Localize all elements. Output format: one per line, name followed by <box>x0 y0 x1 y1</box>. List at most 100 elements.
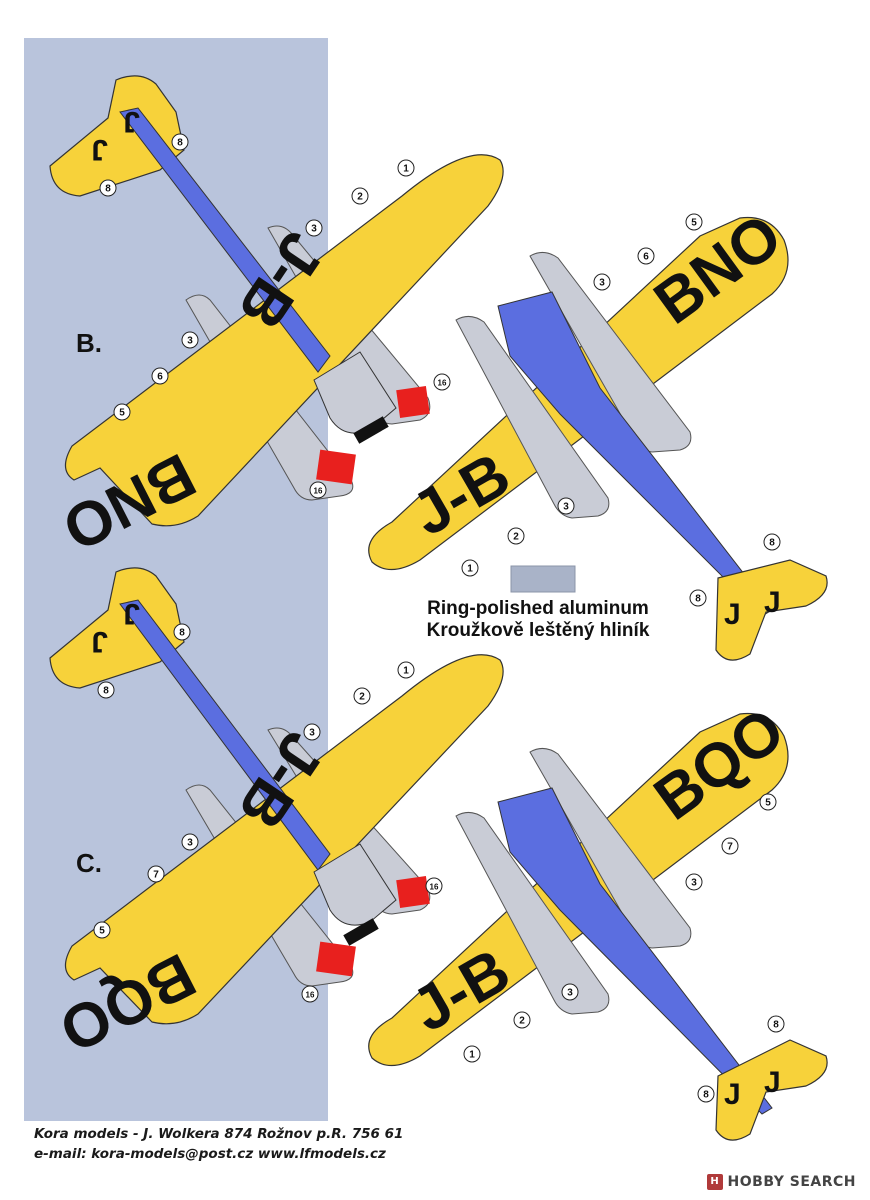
callout-c_top-8: 8 <box>173 623 191 641</box>
callout-b_top-5: 5 <box>113 403 131 421</box>
callout-c_bottom-2: 2 <box>513 1011 531 1029</box>
callout-c_top-16: 16 <box>425 877 443 895</box>
tail-code-right: J <box>123 105 140 138</box>
svg-text:8: 8 <box>179 628 185 639</box>
svg-text:8: 8 <box>695 594 701 605</box>
swatch-label-cz: Kroužkově leštěný hliník <box>426 620 650 641</box>
callout-c_bottom-1: 1 <box>463 1045 481 1063</box>
watermark: H HOBBY SEARCH <box>706 1174 856 1190</box>
callout-c_bottom-3: 3 <box>561 983 579 1001</box>
svg-text:2: 2 <box>513 532 519 543</box>
callout-b_top-16: 16 <box>309 481 327 499</box>
engine-c <box>313 843 397 946</box>
footer-address: Kora models - J. Wolkera 874 Rožnov p.R.… <box>34 1126 404 1142</box>
c-lower-tail-code-left: J <box>724 1078 741 1111</box>
tail-code-left: J <box>91 133 108 166</box>
callout-b_bottom-2: 2 <box>507 527 525 545</box>
callout-c_top-8: 8 <box>97 681 115 699</box>
svg-text:1: 1 <box>467 564 473 575</box>
callout-c_top-3: 3 <box>181 833 199 851</box>
watermark-text: HOBBY SEARCH <box>727 1174 856 1190</box>
callout-c_bottom-3: 3 <box>685 873 703 891</box>
tailplane <box>49 75 185 197</box>
svg-text:6: 6 <box>157 372 163 383</box>
engine <box>313 351 397 444</box>
svg-text:3: 3 <box>691 878 697 889</box>
callout-b_top-2: 2 <box>351 187 369 205</box>
callout-c_top-5: 5 <box>93 921 111 939</box>
svg-text:8: 8 <box>105 184 111 195</box>
callout-b_top-16: 16 <box>433 373 451 391</box>
main-wing <box>64 154 504 527</box>
fuselage <box>119 107 331 373</box>
svg-text:8: 8 <box>177 138 183 149</box>
callout-c_top-16: 16 <box>301 985 319 1003</box>
callout-b_top-8: 8 <box>171 133 189 151</box>
svg-text:3: 3 <box>563 502 569 513</box>
svg-text:5: 5 <box>99 926 105 937</box>
svg-text:16: 16 <box>314 487 323 496</box>
svg-text:2: 2 <box>359 692 365 703</box>
svg-text:2: 2 <box>357 192 363 203</box>
callout-b_bottom-3: 3 <box>593 273 611 291</box>
fuselage-c <box>119 599 331 871</box>
callout-b_top-6: 6 <box>151 367 169 385</box>
callout-c_top-2: 2 <box>353 687 371 705</box>
callout-b_bottom-8: 8 <box>689 589 707 607</box>
aircraft-c-bottom-view: J-B BQO J J <box>368 695 828 1141</box>
svg-text:16: 16 <box>438 379 447 388</box>
variant-c-label: C. <box>76 848 102 878</box>
lower-tail-code-left: J <box>724 598 741 631</box>
aircraft-b-bottom-view: J-B BNO J J <box>368 201 828 661</box>
fuselage-c-lower <box>497 787 773 1115</box>
svg-text:1: 1 <box>403 164 409 175</box>
callout-c_top-7: 7 <box>147 865 165 883</box>
callout-b_top-3: 3 <box>181 331 199 349</box>
callout-b_bottom-1: 1 <box>461 559 479 577</box>
svg-text:5: 5 <box>691 218 697 229</box>
callout-c_top-1: 1 <box>397 661 415 679</box>
svg-text:7: 7 <box>153 870 159 881</box>
svg-text:8: 8 <box>703 1090 709 1101</box>
callout-c_bottom-8: 8 <box>767 1015 785 1033</box>
svg-text:3: 3 <box>311 224 317 235</box>
svg-text:1: 1 <box>403 666 409 677</box>
watermark-logo-icon: H <box>706 1174 723 1190</box>
callout-b_top-3: 3 <box>305 219 323 237</box>
c-tail-code-left: J <box>91 625 108 658</box>
callout-b_bottom-6: 6 <box>637 247 655 265</box>
tailplane-c <box>49 567 185 689</box>
svg-text:3: 3 <box>187 838 193 849</box>
svg-text:3: 3 <box>187 336 193 347</box>
callout-b_bottom-3: 3 <box>557 497 575 515</box>
callout-b_bottom-8: 8 <box>763 533 781 551</box>
callout-c_bottom-7: 7 <box>721 837 739 855</box>
callout-b_bottom-5: 5 <box>685 213 703 231</box>
main-wing-c <box>64 654 504 1025</box>
svg-text:8: 8 <box>769 538 775 549</box>
variant-b-label: B. <box>76 328 102 358</box>
fuselage-lower <box>497 291 773 617</box>
footer-contact: e-mail: kora-models@post.cz www.lfmodels… <box>34 1146 386 1162</box>
callout-c_bottom-5: 5 <box>759 793 777 811</box>
c-tail-code-right: J <box>123 597 140 630</box>
c-lower-tail-code-right: J <box>764 1066 781 1099</box>
callout-b_top-8: 8 <box>99 179 117 197</box>
svg-text:5: 5 <box>119 408 125 419</box>
callout-markers: 8 8 1 2 3 3 6 5 16 16 5 6 3 1 2 3 8 8 8 8 1 2 3 3 7 5 16 16 5 7 3 3 2 1 8 8 <box>93 133 785 1103</box>
aluminum-swatch <box>510 565 576 593</box>
svg-text:5: 5 <box>765 798 771 809</box>
tailplane-c-lower <box>715 1039 828 1141</box>
svg-text:16: 16 <box>306 991 315 1000</box>
svg-text:3: 3 <box>599 278 605 289</box>
float-lower-left <box>455 316 610 519</box>
svg-text:7: 7 <box>727 842 733 853</box>
svg-text:6: 6 <box>643 252 649 263</box>
svg-text:1: 1 <box>469 1050 475 1061</box>
svg-text:2: 2 <box>519 1016 525 1027</box>
svg-text:3: 3 <box>567 988 573 999</box>
swatch-label-en: Ring-polished aluminum <box>427 598 649 619</box>
callout-c_top-3: 3 <box>303 723 321 741</box>
aircraft-c-top-view: J-B BQO J J <box>49 567 504 1065</box>
